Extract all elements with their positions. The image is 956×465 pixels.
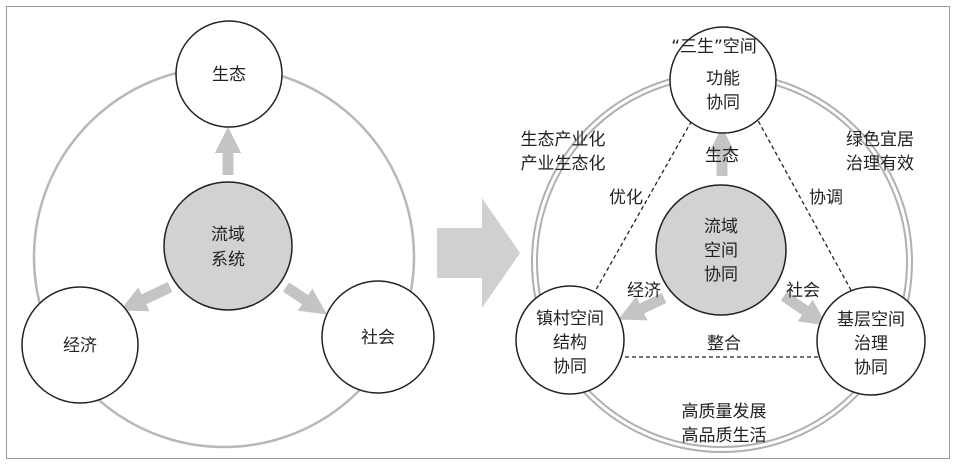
left-center-node — [163, 181, 293, 311]
right-diagram: 流域 空间 协同 “三生”空间 功能 协同 镇村空间 结构 协同 基层空间 治理… — [515, 26, 926, 453]
left-node-economy-label: 经济 — [63, 336, 97, 356]
right-center-node — [655, 184, 787, 316]
left-node-society-label: 社会 — [361, 328, 395, 348]
outer-top-right-line-1: 绿色宜居 — [846, 130, 914, 150]
right-center-line-1: 流域 — [704, 217, 738, 237]
outer-top-left-line-1: 生态产业化 — [521, 130, 606, 150]
outer-frame — [6, 6, 950, 459]
right-node-right — [816, 286, 926, 396]
arrow-left-label: 经济 — [627, 281, 661, 301]
left-arrow-right — [282, 282, 327, 315]
left-node-ecology-label: 生态 — [212, 65, 246, 85]
right-node-left-line-2: 结构 — [553, 333, 587, 353]
left-center-line-2: 系统 — [211, 250, 245, 270]
right-node-left-line-3: 协同 — [553, 357, 587, 377]
right-node-right-line-1: 基层空间 — [837, 310, 905, 330]
left-node-economy — [21, 286, 139, 404]
outer-bottom-line-2: 高品质生活 — [682, 426, 767, 446]
left-center-line-1: 流域 — [211, 225, 245, 245]
left-node-society — [321, 280, 435, 394]
right-node-top-header: “三生”空间 — [671, 37, 757, 57]
right-node-left-line-1: 镇村空间 — [536, 309, 604, 329]
edge-right-label: 协调 — [809, 188, 843, 208]
right-arrow-left — [618, 293, 667, 321]
right-center-line-2: 空间 — [704, 241, 738, 261]
right-node-top-line-2: 协同 — [706, 93, 740, 113]
right-arrow-right — [780, 291, 827, 326]
edge-left-label: 优化 — [609, 188, 643, 208]
right-node-top-line-1: 功能 — [706, 69, 740, 89]
right-node-left — [515, 285, 625, 395]
outer-bottom-line-1: 高质量发展 — [682, 402, 767, 422]
right-node-right-line-3: 协同 — [854, 358, 888, 378]
transition-arrow — [437, 198, 520, 308]
outer-top-right-line-2: 治理有效 — [846, 154, 914, 174]
right-node-right-line-2: 治理 — [854, 334, 888, 354]
left-arrow-left — [120, 282, 173, 312]
edge-bottom-label: 整合 — [707, 334, 741, 354]
arrow-right-label: 社会 — [786, 281, 820, 301]
right-node-top — [669, 26, 777, 134]
left-node-ecology — [175, 20, 283, 128]
edge-right-dashed — [754, 114, 853, 293]
left-diagram: 流域 系统 生态 经济 社会 — [21, 20, 435, 449]
arrow-up-label: 生态 — [705, 146, 739, 166]
outer-top-left-line-2: 产业生态化 — [521, 154, 606, 174]
right-center-line-3: 协同 — [704, 265, 738, 285]
